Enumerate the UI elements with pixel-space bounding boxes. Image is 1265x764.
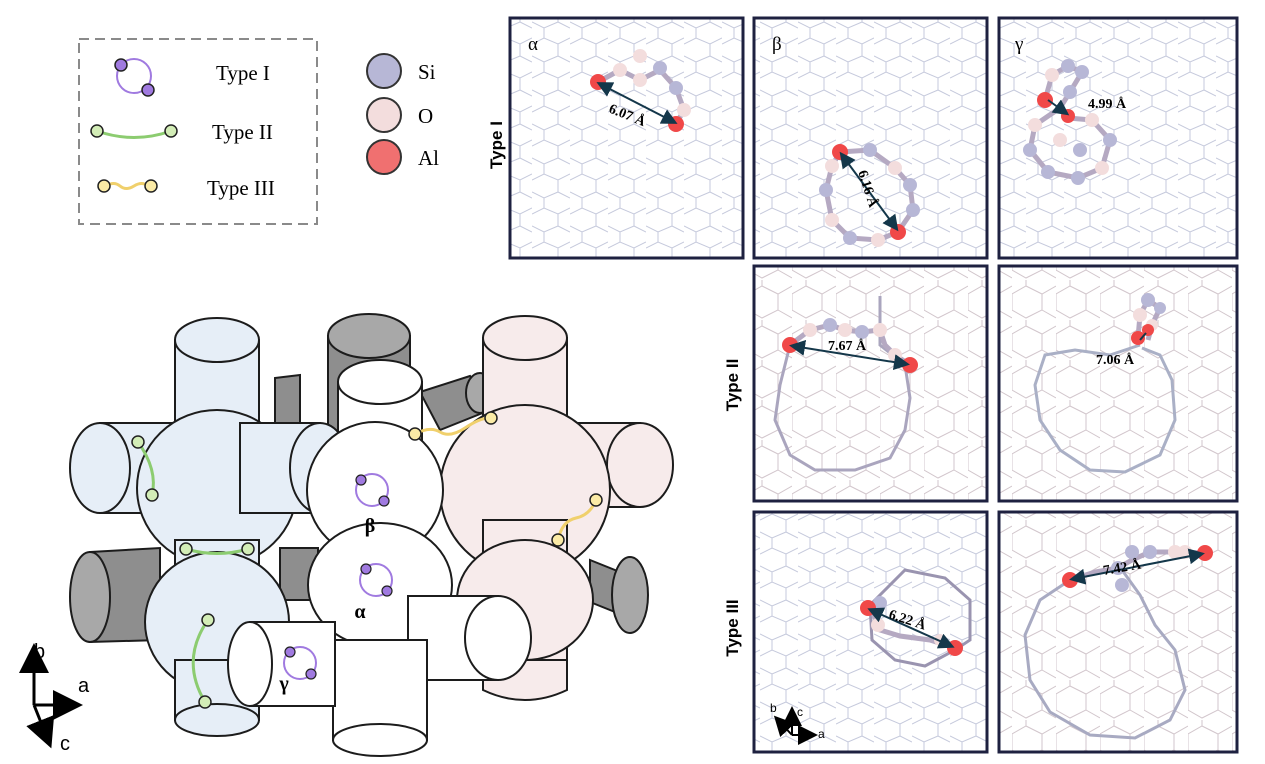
gamma-site (283, 646, 317, 680)
al-label: Al (418, 146, 439, 170)
beta-site (355, 473, 390, 507)
type-iii-label: Type III (207, 176, 275, 200)
panel-type-ii-1: 7.67 Å (752, 264, 989, 503)
type-i-label: Type I (216, 61, 270, 85)
panel-corner-gamma: γ (1014, 34, 1023, 55)
panel-type-i-gamma: γ 4.99 Å (997, 16, 1239, 260)
small-axis-a: a (818, 727, 825, 741)
distance-label-7: 7.42 Å (1102, 556, 1143, 579)
distance-label-4: 7.67 Å (828, 338, 867, 354)
axes-indicator (19, 643, 83, 749)
panel-type-iii-1: 6.22 Å b c a (752, 510, 989, 754)
panel-corner-alpha: α (528, 34, 538, 55)
row-label-type-i: Type I (487, 121, 506, 169)
row-label-type-ii: Type II (723, 359, 742, 412)
small-axis-b: b (770, 701, 777, 715)
small-axis-c: c (797, 705, 803, 719)
alpha-label: α (354, 601, 365, 623)
pink-cage (439, 315, 674, 701)
type-legend: Type I Type II Type III (78, 38, 318, 225)
white-cage (227, 359, 532, 757)
atom-legend: Si O Al (366, 53, 439, 175)
alpha-site (359, 563, 393, 597)
si-swatch (366, 53, 402, 89)
distance-label-5: 7.06 Å (1096, 352, 1135, 368)
axis-b-label: b (34, 641, 45, 663)
axis-c-label: c (60, 733, 70, 755)
panel-corner-beta: β (772, 34, 782, 55)
panel-type-i-beta: β 6.16 Å (752, 16, 989, 260)
distance-label-3: 4.99 Å (1088, 96, 1127, 112)
si-label: Si (418, 60, 436, 84)
beta-label: β (365, 515, 376, 537)
panel-type-i-alpha: α 6.07 Å (508, 16, 745, 260)
type-ii-connectors (131, 435, 255, 709)
blue-cage (69, 317, 351, 737)
type-iii-connectors (408, 411, 603, 547)
axis-a-label: a (78, 675, 90, 697)
o-swatch (366, 97, 402, 133)
small-axes (773, 706, 818, 745)
zeolite-structure (69, 313, 674, 757)
type-iii-symbol (97, 179, 158, 193)
row-label-type-iii: Type III (723, 599, 742, 656)
o-label: O (418, 104, 433, 128)
type-ii-label: Type II (212, 120, 273, 144)
al-swatch (366, 139, 402, 175)
panel-type-iii-2: 7.42 Å (997, 510, 1239, 754)
type-ii-symbol (90, 124, 178, 139)
gamma-label: γ (278, 673, 289, 695)
type-i-symbol (114, 58, 155, 97)
panel-type-ii-2: 7.06 Å (997, 264, 1239, 503)
